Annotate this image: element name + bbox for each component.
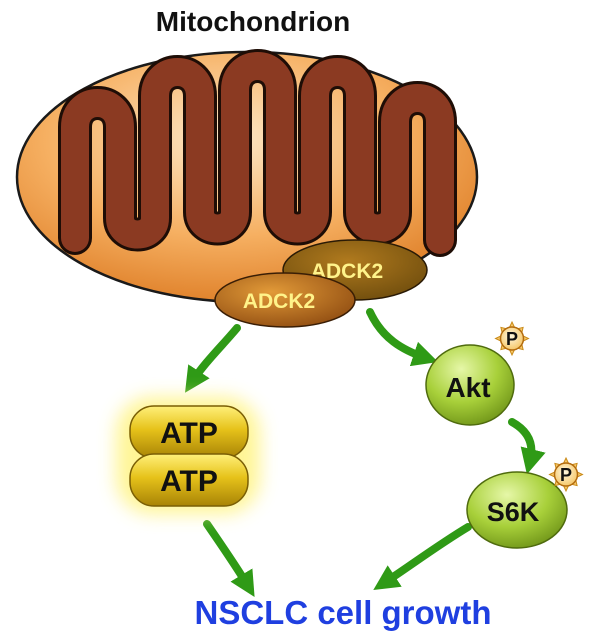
s6k-phosphate-label: P [560,465,572,485]
adck2-back-label: ADCK2 [311,260,383,283]
arrow-akt-to-s6k [508,418,546,475]
atp-bottom-label: ATP [160,465,218,498]
outcome-label: NSCLC cell growth [194,594,491,631]
atp-bottom-capsule [129,453,249,507]
s6k-node: S6K [466,471,568,549]
adck2-front: ADCK2 [214,272,356,328]
arrow-adck2-to-akt [366,308,439,367]
atp-top-label: ATP [160,417,218,450]
atp-stack: ATP ATP [116,397,260,514]
s6k-label: S6K [487,497,540,527]
pathway-arrows [185,308,546,597]
akt-label: Akt [445,372,490,403]
diagram-title: Mitochondrion [156,6,350,37]
adck2-front-label: ADCK2 [243,290,315,313]
akt-node: Akt [425,344,515,426]
arrow-adck2-to-atp [185,324,241,393]
arrow-atp-to-growth [203,520,255,597]
arrow-s6k-to-growth [373,523,472,591]
akt-phosphate-label: P [506,329,518,349]
akt-phosphate-icon: P [494,320,530,357]
s6k-phosphate-icon: P [548,456,584,493]
